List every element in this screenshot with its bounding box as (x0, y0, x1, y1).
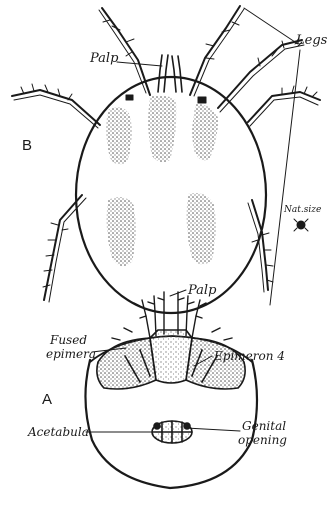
label-legs: Legs (296, 34, 327, 47)
label-palp-b: Palp (90, 52, 118, 65)
label-fused-line1: Fused (50, 334, 87, 346)
label-epimeron-4: Epimeron 4 (214, 350, 285, 362)
label-genital-line2: opening (238, 434, 287, 446)
label-fused-line2: epimera (46, 348, 96, 360)
figure-a-drawing (85, 290, 257, 488)
figure-b-drawing (12, 6, 320, 313)
panel-letter-a: A (42, 392, 52, 407)
b-dorsal-stipple (106, 96, 218, 267)
nat-size-mite (294, 219, 308, 231)
label-acetabula: Acetabula (28, 426, 89, 438)
b-palps (158, 55, 182, 92)
a-genital-area (152, 421, 192, 443)
label-genital-line1: Genital (242, 420, 286, 432)
label-palp-a: Palp (188, 284, 216, 297)
panel-letter-b: B (22, 138, 32, 153)
label-nat-size: Nat.size (284, 206, 321, 215)
